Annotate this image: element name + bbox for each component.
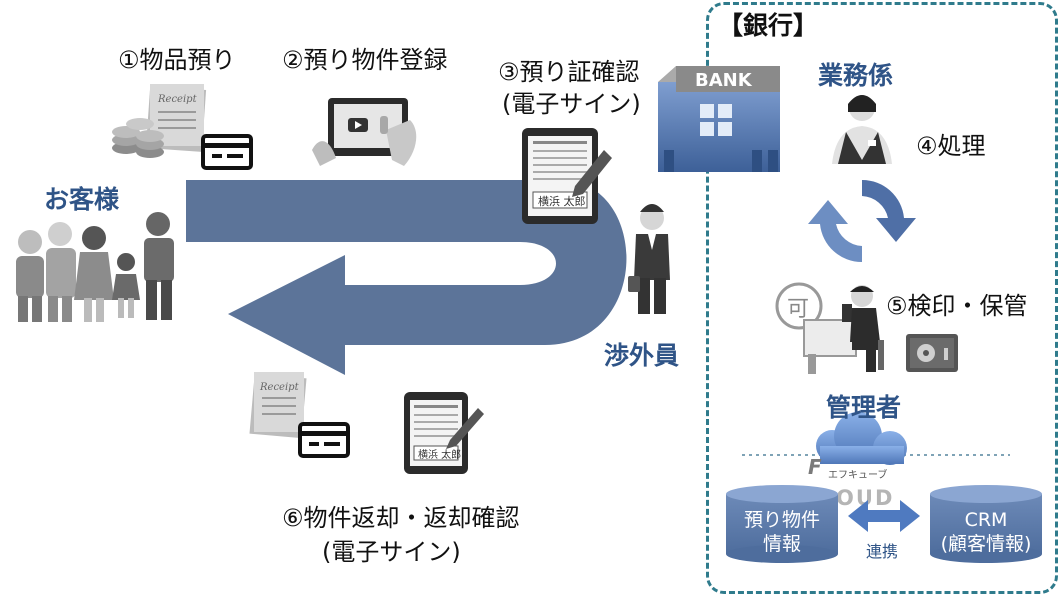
step-3-label: ③預り証確認 (498, 58, 640, 86)
step-5-label: ⑤検印・保管 (886, 292, 1028, 320)
database-right-label: CRM (顧客情報) (930, 508, 1042, 556)
manager-label: 管理者 (826, 393, 902, 422)
seal-char: 可 (787, 297, 809, 322)
cycle-arrows-icon (808, 179, 916, 263)
flow-arrow (186, 180, 627, 375)
signature-6: 横浜 太郎 (418, 448, 461, 461)
cloud-icon (816, 412, 907, 465)
clerk-label: 業務係 (818, 61, 894, 90)
database-left-line1: 預り物件 (743, 509, 820, 531)
link-arrow (848, 500, 920, 532)
card-icon (201, 134, 253, 170)
tablet-return-icon (404, 392, 484, 474)
database-right-line2: (顧客情報) (940, 533, 1032, 555)
database-left-label: 預り物件 情報 (726, 508, 838, 556)
step-2-label: ②預り物件登録 (282, 46, 448, 74)
bank-sign: BANK (695, 70, 753, 91)
step-3-sublabel: (電子サイン) (502, 90, 641, 118)
bank-frame (706, 2, 1058, 594)
link-label: 連携 (866, 542, 899, 561)
safe-icon (906, 334, 958, 372)
cloud-brand-f: F (808, 455, 822, 479)
step-4-label: ④処理 (916, 132, 986, 160)
receipt-label-1: Receipt (157, 94, 198, 105)
step-6-label: ⑥物件返却・返却確認 (282, 504, 520, 532)
clerk-icon (832, 95, 892, 164)
customers-icon (16, 212, 174, 322)
step-1-label: ①物品預り (118, 46, 236, 74)
receipt-return-icon (249, 372, 307, 439)
signature-3: 横浜 太郎 (538, 194, 586, 208)
field-staff-label: 渉外員 (604, 341, 680, 370)
manager-icon (775, 282, 884, 374)
bank-building-icon (658, 66, 780, 172)
database-left (726, 485, 838, 563)
cloud-brand-jp: エフキューブ (828, 468, 887, 481)
step-6-sublabel: (電子サイン) (322, 538, 461, 566)
receipt-coins-icon (112, 84, 207, 158)
bank-title: 【銀行】 (718, 11, 819, 40)
database-right-line1: CRM (964, 509, 1008, 531)
database-left-line2: 情報 (762, 533, 801, 555)
database-right (930, 485, 1042, 563)
receipt-label-2: Receipt (259, 382, 300, 393)
customer-label: お客様 (44, 185, 120, 214)
tablet-video-icon (312, 98, 417, 166)
card-return-icon (298, 422, 350, 458)
tablet-sign-icon (522, 128, 612, 224)
field-staff-icon (628, 204, 670, 314)
